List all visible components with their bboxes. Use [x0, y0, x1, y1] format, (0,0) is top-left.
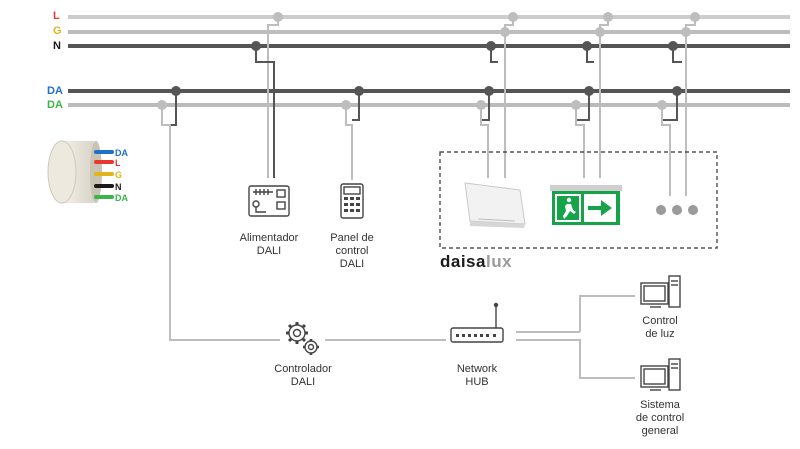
hub-label: Network HUB: [456, 363, 498, 388]
wire-label-DA1: DA: [47, 85, 63, 97]
wire-label-N: N: [53, 40, 61, 52]
cable-label-G: G: [115, 170, 123, 180]
router-icon: [450, 302, 504, 343]
controller-label: Controlador DALI: [274, 363, 332, 388]
emergency-luminaire: [464, 182, 526, 228]
wire-label-L: L: [53, 10, 60, 22]
computer-icon: [640, 358, 681, 391]
exit-sign: [550, 185, 622, 225]
cable-icon: [47, 140, 114, 204]
computer-icon: [640, 275, 681, 308]
brand-accent: lux: [485, 252, 513, 271]
more-luminaires-dots: [656, 205, 698, 215]
junction-dots: [157, 12, 700, 110]
daisalux-logo: daisalux: [440, 252, 512, 272]
cable-label-DA-green: DA: [115, 193, 128, 203]
wire-label-G: G: [53, 25, 62, 37]
general-control-label: Sistema de control general: [635, 399, 685, 437]
brand-main: daisa: [440, 252, 486, 271]
keypad-icon: [340, 183, 364, 219]
cable-label-DA: DA: [115, 148, 128, 158]
gears-icon: [286, 322, 319, 355]
luminaires-group-box: [439, 151, 718, 249]
wire-label-DA2: DA: [47, 99, 63, 111]
power-supply-icon: [248, 185, 290, 217]
power-supply-label: Alimentador DALI: [239, 232, 299, 257]
cable-label-N: N: [115, 182, 122, 192]
bus-wires: [68, 15, 790, 107]
cable-label-L: L: [115, 158, 121, 168]
control-panel-label: Panel de control DALI: [330, 232, 374, 270]
light-control-label: Control de luz: [642, 315, 678, 340]
